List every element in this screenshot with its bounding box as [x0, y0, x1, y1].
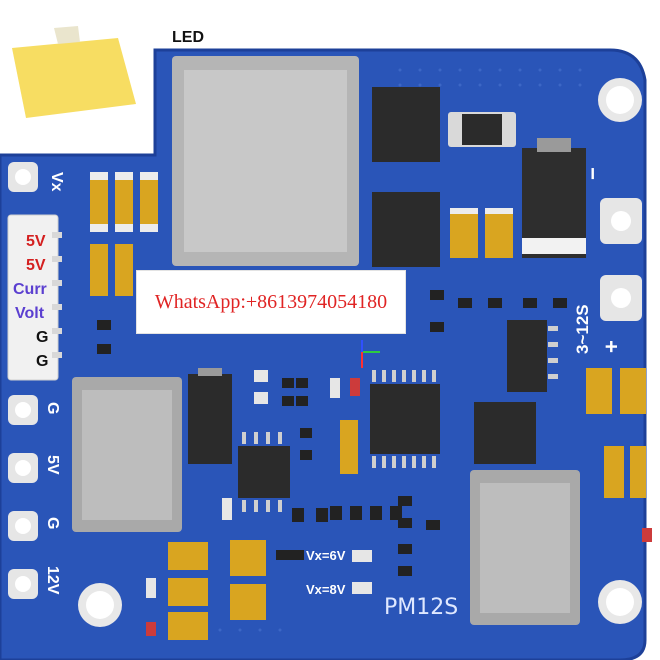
mounting-hole [598, 580, 642, 624]
minus-label: − [580, 167, 605, 180]
jumper-vx6-label: Vx=6V [306, 548, 346, 563]
mounting-hole [78, 583, 122, 627]
pin-5v-a-label: 5V [26, 233, 46, 250]
pad-12v-label: 12V [44, 566, 61, 595]
pin-volt-label: Volt [15, 305, 45, 322]
sticky-note-icon [12, 26, 136, 118]
pin-curr-label: Curr [13, 281, 47, 298]
model-label: PM12S [384, 595, 458, 620]
pad-5v-label: 5V [44, 455, 61, 475]
watermark-text: WhatsApp:+8613974054180 [154, 290, 388, 313]
vx-pad-label: Vx [48, 172, 65, 192]
pad-g2-label: G [44, 517, 61, 529]
pin-ground-b-label: G [36, 353, 48, 370]
jumper-vx8-label: Vx=8V [306, 582, 346, 597]
pin-ground-a-label: G [36, 329, 48, 346]
pin-5v-b-label: 5V [26, 257, 46, 274]
range-label: 3~12S [573, 304, 592, 354]
led-label: LED [172, 29, 204, 46]
mounting-hole [598, 78, 642, 122]
plus-label: + [599, 340, 624, 353]
pad-g1-label: G [44, 402, 61, 414]
watermark-banner: WhatsApp:+8613974054180 [136, 270, 406, 334]
